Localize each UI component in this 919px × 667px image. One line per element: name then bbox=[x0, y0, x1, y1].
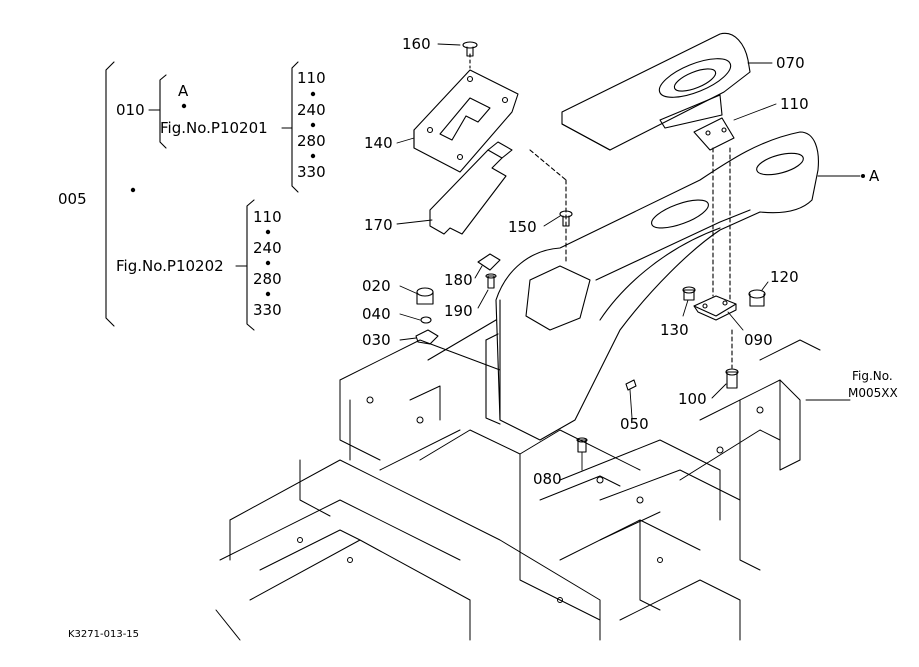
callout-140[interactable]: 140 bbox=[364, 134, 393, 152]
callout-020[interactable]: 020 bbox=[362, 277, 391, 295]
tree-root-005: 005 bbox=[58, 190, 87, 208]
part-050-080 bbox=[576, 379, 637, 453]
part-150-bolt bbox=[559, 179, 573, 263]
part-180-190 bbox=[477, 253, 501, 289]
tree-fig1-ref[interactable]: Fig.No.P10201 bbox=[160, 119, 268, 137]
assembly-tree-brackets bbox=[105, 61, 299, 331]
callout-150[interactable]: 150 bbox=[508, 218, 537, 236]
callout-170[interactable]: 170 bbox=[364, 216, 393, 234]
chassis-frame bbox=[215, 339, 821, 641]
part-020-040-030 bbox=[415, 287, 439, 345]
tree-fig2-part: 110 bbox=[253, 208, 282, 226]
callout-130[interactable]: 130 bbox=[660, 321, 689, 339]
part-110-bracket bbox=[693, 117, 735, 151]
callout-040[interactable]: 040 bbox=[362, 305, 391, 323]
part-160-bolt bbox=[462, 41, 478, 57]
tree-fig2-ref[interactable]: Fig.No.P10202 bbox=[116, 257, 224, 275]
tree-fig2-part: 280 bbox=[253, 270, 282, 288]
tree-fig2-part: 330 bbox=[253, 301, 282, 319]
tree-sub-010: 010 bbox=[116, 101, 145, 119]
figref-line2[interactable]: M005XX bbox=[848, 386, 898, 400]
tree-dots bbox=[130, 91, 316, 297]
callout-090[interactable]: 090 bbox=[744, 331, 773, 349]
tree-fig1-part: 240 bbox=[297, 101, 326, 119]
callout-a[interactable]: A bbox=[869, 167, 880, 185]
callout-050[interactable]: 050 bbox=[620, 415, 649, 433]
part-140-plate bbox=[413, 53, 519, 173]
callout-070[interactable]: 070 bbox=[776, 54, 805, 72]
part-090-130-120 bbox=[682, 147, 766, 321]
drawing-code-caption: K3271-013-15 bbox=[68, 629, 140, 640]
callout-080[interactable]: 080 bbox=[533, 470, 562, 488]
part-170-plate bbox=[429, 141, 513, 235]
callout-160[interactable]: 160 bbox=[402, 35, 431, 53]
tree-fig1-part: 280 bbox=[297, 132, 326, 150]
callout-110[interactable]: 110 bbox=[780, 95, 809, 113]
callout-180[interactable]: 180 bbox=[444, 271, 473, 289]
part-070-cover bbox=[561, 32, 751, 151]
callout-120[interactable]: 120 bbox=[770, 268, 799, 286]
tree-fig2-part: 240 bbox=[253, 239, 282, 257]
tree-marker-a: A bbox=[178, 82, 189, 100]
tree-fig1-part: 330 bbox=[297, 163, 326, 181]
figref-line1[interactable]: Fig.No. bbox=[852, 369, 893, 383]
callout-190[interactable]: 190 bbox=[444, 302, 473, 320]
callout-100[interactable]: 100 bbox=[678, 390, 707, 408]
callout-030[interactable]: 030 bbox=[362, 331, 391, 349]
tree-fig1-part: 110 bbox=[297, 69, 326, 87]
main-console-body bbox=[427, 131, 819, 441]
part-100-bolt bbox=[725, 329, 739, 389]
leader-lines bbox=[396, 43, 861, 471]
